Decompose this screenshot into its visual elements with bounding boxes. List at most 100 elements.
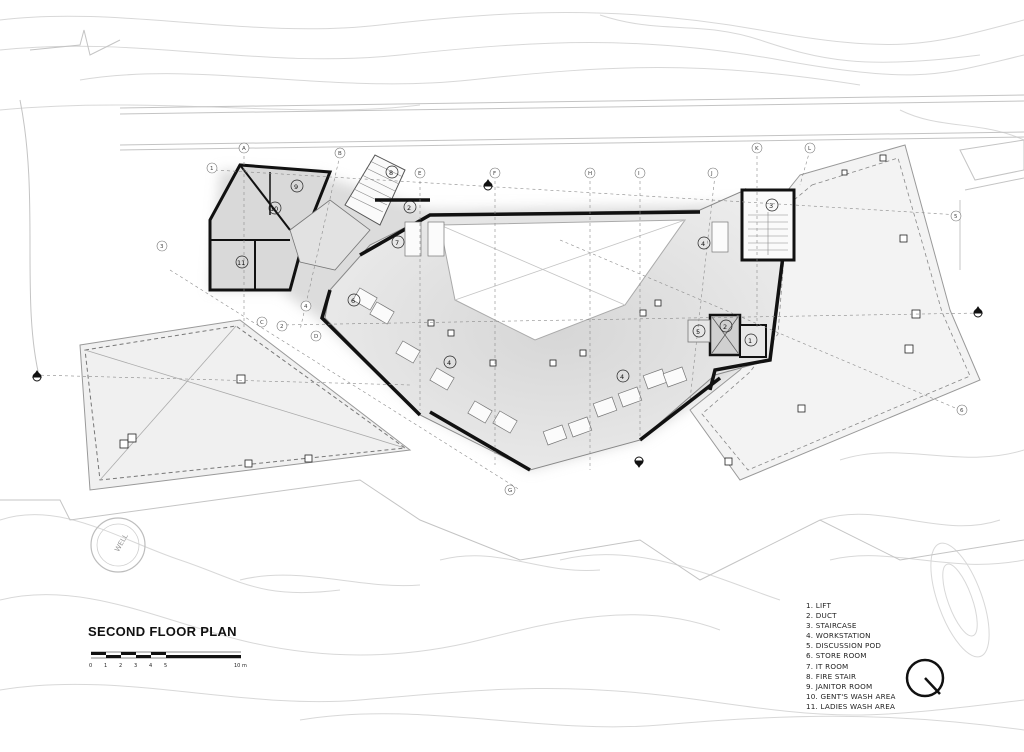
svg-text:D: D bbox=[314, 334, 318, 340]
svg-text:I: I bbox=[638, 171, 640, 177]
svg-text:4: 4 bbox=[447, 359, 451, 367]
north-arrow-icon bbox=[905, 658, 945, 698]
grid-bubble-d: D bbox=[310, 330, 322, 342]
svg-text:3: 3 bbox=[160, 244, 164, 250]
grid-bubble-g: G bbox=[504, 484, 516, 496]
svg-text:8: 8 bbox=[389, 169, 393, 177]
scale-label-0: 0 bbox=[89, 663, 93, 669]
corridor bbox=[289, 199, 371, 271]
svg-text:7: 7 bbox=[395, 239, 399, 247]
scale-label-5: 5 bbox=[164, 663, 168, 669]
svg-text:1: 1 bbox=[210, 166, 214, 172]
grid-bubble-l: L bbox=[804, 142, 816, 154]
well: WELL bbox=[90, 517, 146, 573]
well-label: WELL bbox=[113, 533, 130, 554]
grid-bubbles: A B C D E F G H I J K L 1 2 3 4 5 6 bbox=[156, 142, 968, 496]
room-tags: 9 10 11 8 2 7 6 4 4 4 3 2 5 1 bbox=[235, 165, 779, 383]
svg-text:10: 10 bbox=[270, 205, 278, 213]
scale-label-1: 1 bbox=[104, 663, 108, 669]
grid-bubble-f: F bbox=[489, 167, 501, 179]
room-tag-janitor: 9 bbox=[290, 179, 304, 193]
scale-label-10m: 10 m bbox=[234, 663, 247, 669]
grid-lines bbox=[34, 149, 981, 491]
svg-text:H: H bbox=[588, 171, 592, 177]
svg-text:L: L bbox=[808, 146, 812, 152]
workstation-desks bbox=[352, 221, 729, 446]
grid-bubble-h: H bbox=[584, 167, 596, 179]
svg-text:6: 6 bbox=[960, 408, 964, 414]
room-tag-lift: 1 bbox=[744, 333, 758, 347]
room-tag-staircase: 3 bbox=[765, 198, 779, 212]
svg-text:K: K bbox=[755, 146, 759, 152]
room-tag-discussion-pod: 5 bbox=[692, 324, 706, 338]
svg-text:2: 2 bbox=[280, 324, 284, 330]
svg-text:3: 3 bbox=[769, 202, 773, 210]
grid-bubble-3: 3 bbox=[156, 240, 168, 252]
legend-item: 6. STORE ROOM bbox=[806, 651, 867, 661]
legend-item: 8. FIRE STAIR bbox=[806, 671, 857, 681]
svg-text:E: E bbox=[418, 171, 422, 177]
scale-bar bbox=[91, 651, 241, 659]
column-markers bbox=[119, 154, 921, 468]
contour-lines bbox=[0, 12, 1024, 731]
grid-bubble-j: J bbox=[707, 167, 719, 179]
room-tag-gents: 10 bbox=[268, 201, 282, 215]
svg-text:A: A bbox=[242, 146, 246, 152]
grid-bubble-i: I bbox=[634, 167, 646, 179]
floor-plate bbox=[324, 189, 791, 471]
room-tag-duct-b: 2 bbox=[719, 319, 733, 333]
svg-text:J: J bbox=[710, 171, 713, 177]
legend-item: 9. JANITOR ROOM bbox=[806, 681, 873, 691]
grid-bubble-2: 2 bbox=[276, 320, 288, 332]
room-tag-it-room: 7 bbox=[391, 235, 405, 249]
svg-text:5: 5 bbox=[696, 328, 700, 336]
svg-text:G: G bbox=[508, 488, 512, 494]
grid-bubble-6: 6 bbox=[956, 404, 968, 416]
room-tag-fire-stair: 8 bbox=[385, 165, 399, 179]
svg-text:4: 4 bbox=[620, 373, 624, 381]
scale-label-2: 2 bbox=[119, 663, 123, 669]
grid-bubble-1: 1 bbox=[206, 162, 218, 174]
legend-item: 7. IT ROOM bbox=[806, 661, 849, 671]
grid-bubble-5: 5 bbox=[950, 210, 962, 222]
room-tag-store-room: 6 bbox=[347, 293, 361, 307]
legend-item: 1. LIFT bbox=[806, 601, 832, 610]
svg-text:5: 5 bbox=[954, 214, 958, 220]
grid-bubble-b: B bbox=[334, 147, 346, 159]
grid-bubble-c: C bbox=[256, 316, 268, 328]
svg-text:B: B bbox=[338, 151, 342, 157]
legend-item: 11. LADIES WASH AREA bbox=[806, 701, 896, 711]
svg-text:2: 2 bbox=[407, 204, 411, 212]
svg-text:2: 2 bbox=[723, 323, 727, 331]
west-deck bbox=[79, 319, 412, 491]
legend-item: 3. STAIRCASE bbox=[806, 621, 857, 631]
legend-item: 4. WORKSTATION bbox=[806, 631, 871, 641]
svg-text:4: 4 bbox=[701, 240, 705, 248]
svg-text:9: 9 bbox=[294, 183, 298, 191]
legend-item: 5. DISCUSSION POD bbox=[806, 641, 882, 651]
svg-text:11: 11 bbox=[237, 259, 245, 267]
svg-text:1: 1 bbox=[748, 337, 752, 345]
grid-bubble-e: E bbox=[414, 167, 426, 179]
legend-item: 2. DUCT bbox=[806, 611, 837, 621]
site-road bbox=[0, 29, 1024, 581]
svg-text:F: F bbox=[493, 171, 496, 177]
room-tag-workstation-a: 4 bbox=[443, 355, 457, 369]
room-tag-workstation-b: 4 bbox=[616, 369, 630, 383]
grid-bubble-a: A bbox=[238, 142, 250, 154]
grid-bubble-4: 4 bbox=[300, 300, 312, 312]
fire-stair bbox=[344, 154, 406, 226]
staircase-core bbox=[687, 188, 796, 358]
svg-text:C: C bbox=[260, 320, 264, 326]
scale-label-3: 3 bbox=[134, 663, 138, 669]
grid-bubble-k: K bbox=[751, 142, 763, 154]
drawing-title: SECOND FLOOR PLAN bbox=[88, 624, 237, 639]
room-legend: 1. LIFT 2. DUCT 3. STAIRCASE 4. WORKSTAT… bbox=[806, 601, 896, 712]
room-tag-duct-a: 2 bbox=[403, 200, 417, 214]
scale-label-4: 4 bbox=[149, 663, 153, 669]
section-markers bbox=[32, 179, 983, 468]
room-tag-workstation-c: 4 bbox=[697, 236, 711, 250]
svg-text:6: 6 bbox=[351, 297, 355, 305]
